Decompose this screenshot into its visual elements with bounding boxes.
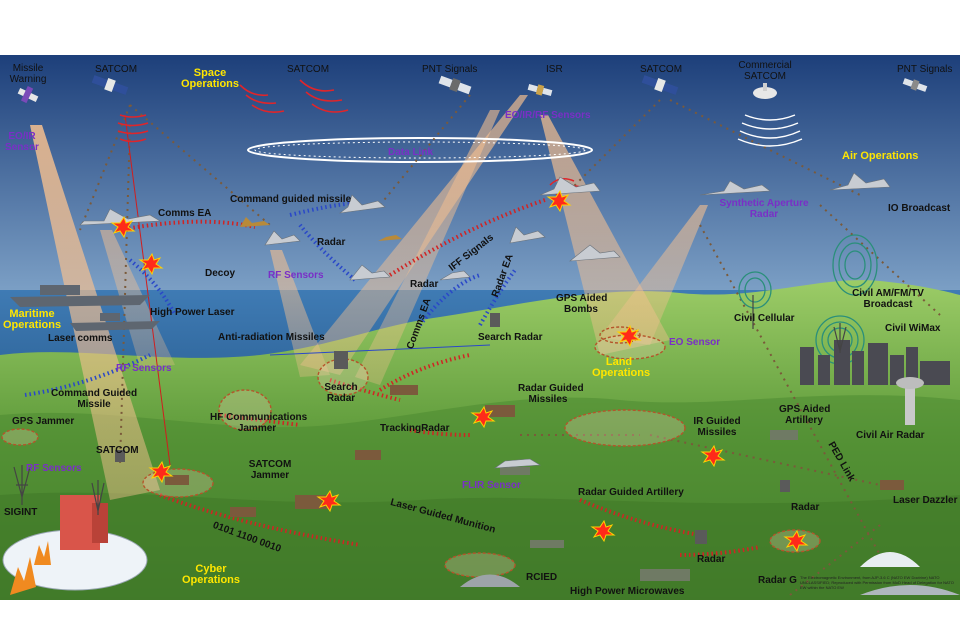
label-anti-radiation-missiles: Anti-radiation Missiles bbox=[218, 332, 325, 343]
label-satcom-3: SATCOM bbox=[640, 64, 683, 75]
label-tracking-radar: TrackingRadar bbox=[380, 423, 450, 434]
label-civil-wimax: Civil WiMax bbox=[885, 323, 941, 334]
label-eo-sensor: EO Sensor bbox=[669, 337, 721, 348]
label-radar-4: Radar bbox=[697, 554, 726, 565]
label-air-operations: Air Operations bbox=[842, 150, 919, 162]
label-gps-jammer: GPS Jammer bbox=[12, 416, 75, 427]
scene-background bbox=[0, 55, 960, 600]
label-pnt-signals-1: PNT Signals bbox=[422, 64, 478, 75]
label-radar-1: Radar bbox=[317, 237, 346, 248]
label-civil-cellular: Civil Cellular bbox=[734, 313, 795, 324]
label-flir-sensor: FLIR Sensor bbox=[462, 480, 521, 491]
label-laser-comms: Laser comms bbox=[48, 333, 113, 344]
label-satcom-1: SATCOM bbox=[95, 64, 138, 75]
label-pnt-signals-2: PNT Signals bbox=[897, 64, 953, 75]
label-high-power-laser: High Power Laser bbox=[150, 307, 235, 318]
label-radar-g: Radar G bbox=[758, 575, 797, 586]
label-satcom-4: SATCOM bbox=[96, 445, 139, 456]
label-rf-sensors-1: RF Sensors bbox=[268, 270, 324, 281]
label-satcom-2: SATCOM bbox=[287, 64, 330, 75]
label-eo-ir-rf-sensors: EO/IR/RF Sensors bbox=[505, 110, 591, 121]
label-isr: ISR bbox=[546, 64, 563, 75]
label-radar-guided-artillery: Radar Guided Artillery bbox=[578, 487, 684, 498]
label-comms-ea-1: Comms EA bbox=[158, 208, 212, 219]
label-sigint: SIGINT bbox=[4, 507, 38, 518]
satellite-icons bbox=[17, 75, 928, 104]
label-rf-sensors-3: RF Sensors bbox=[26, 463, 82, 474]
label-rcied: RCIED bbox=[526, 572, 558, 583]
label-search-radar-1: Search Radar bbox=[478, 332, 543, 343]
label-decoy: Decoy bbox=[205, 268, 236, 279]
label-rf-sensors-2: RF Sensors bbox=[116, 363, 172, 374]
source-note: The Electromagnetic Environment, from AJ… bbox=[800, 575, 954, 590]
label-civil-air-radar: Civil Air Radar bbox=[856, 430, 925, 441]
label-radar-3: Radar bbox=[791, 502, 820, 513]
label-laser-dazzler: Laser Dazzler bbox=[893, 495, 958, 506]
label-radar-2: Radar bbox=[410, 279, 439, 290]
label-command-guided-missile: Command guided missile bbox=[230, 194, 352, 205]
label-io-broadcast: IO Broadcast bbox=[888, 203, 951, 214]
label-high-power-microwaves: High Power Microwaves bbox=[570, 586, 685, 597]
label-data-link: Data Link bbox=[388, 147, 434, 158]
